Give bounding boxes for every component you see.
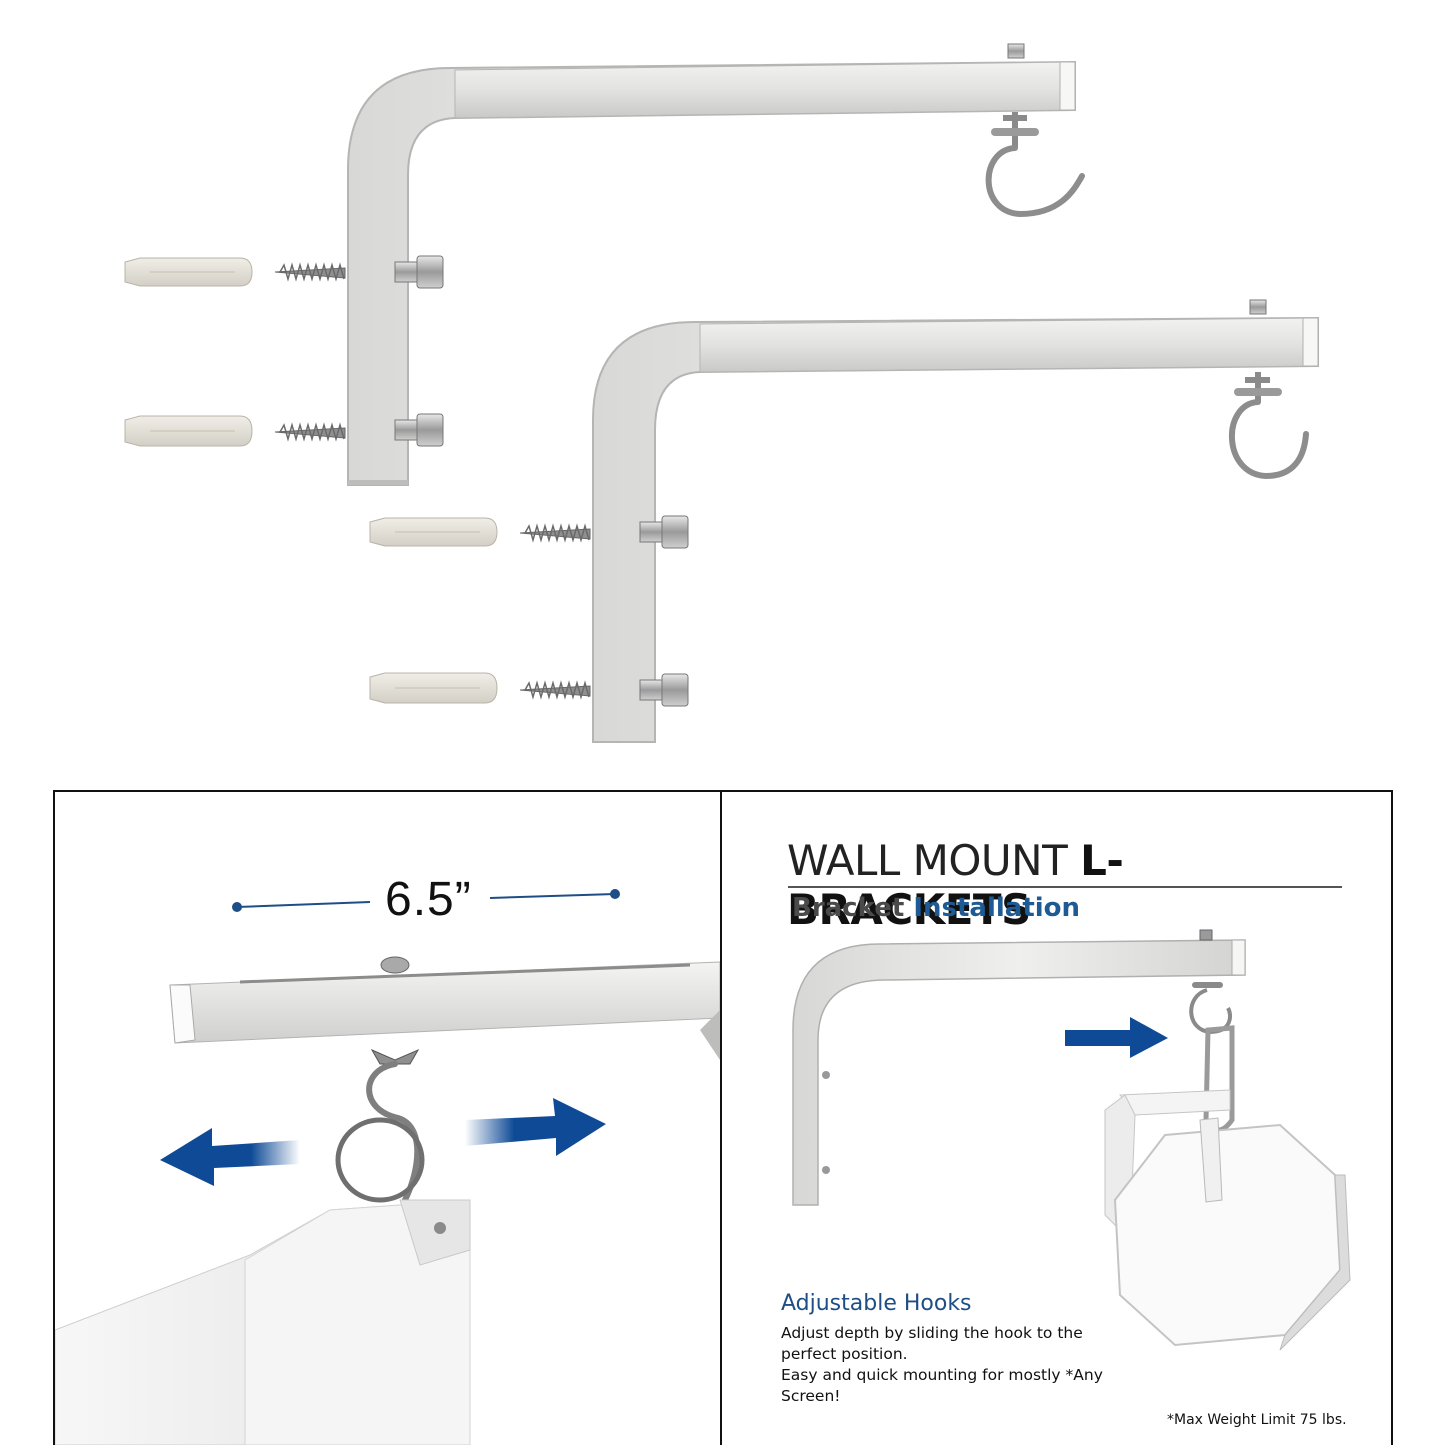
bolt-icon <box>639 515 689 707</box>
feature-description: Adjust depth by sliding the hook to the … <box>781 1323 1111 1407</box>
subtitle-part1: Bracket <box>792 893 914 923</box>
panel-divider <box>720 790 722 1445</box>
subtitle-part2: Installation <box>913 893 1081 923</box>
title-underline <box>788 886 1342 888</box>
wall-anchor-icon <box>124 257 253 447</box>
dimension-line <box>232 889 620 912</box>
arrow-right-icon <box>1065 1017 1168 1058</box>
feature-heading: Adjustable Hooks <box>781 1291 972 1316</box>
title-light: WALL MOUNT <box>787 836 1081 885</box>
feature-line: Easy and quick mounting for mostly *Any … <box>781 1366 1103 1405</box>
weight-note: *Max Weight Limit 75 lbs. <box>1167 1412 1347 1428</box>
dimension-label: 6.5” <box>385 873 472 926</box>
wall-anchor-icon <box>369 517 498 704</box>
page-title: WALL MOUNT L-BRACKETS <box>787 836 1347 934</box>
subtitle: Bracket Installation <box>792 893 1080 923</box>
bracket-small <box>369 299 1319 743</box>
screw-icon <box>519 523 591 700</box>
arrow-right-icon <box>465 1098 606 1156</box>
bolt-icon <box>394 255 444 447</box>
screw-icon <box>274 262 346 442</box>
info-panels <box>53 790 1393 1445</box>
product-illustration <box>124 43 1319 743</box>
arrow-left-icon <box>160 1128 300 1186</box>
installation-illustration <box>792 929 1351 1351</box>
title-bold: L-BRACKETS <box>787 836 1124 934</box>
feature-line: Adjust depth by sliding the hook to the … <box>781 1324 1083 1363</box>
bracket-large <box>124 43 1085 486</box>
hook-closeup <box>55 889 720 1445</box>
